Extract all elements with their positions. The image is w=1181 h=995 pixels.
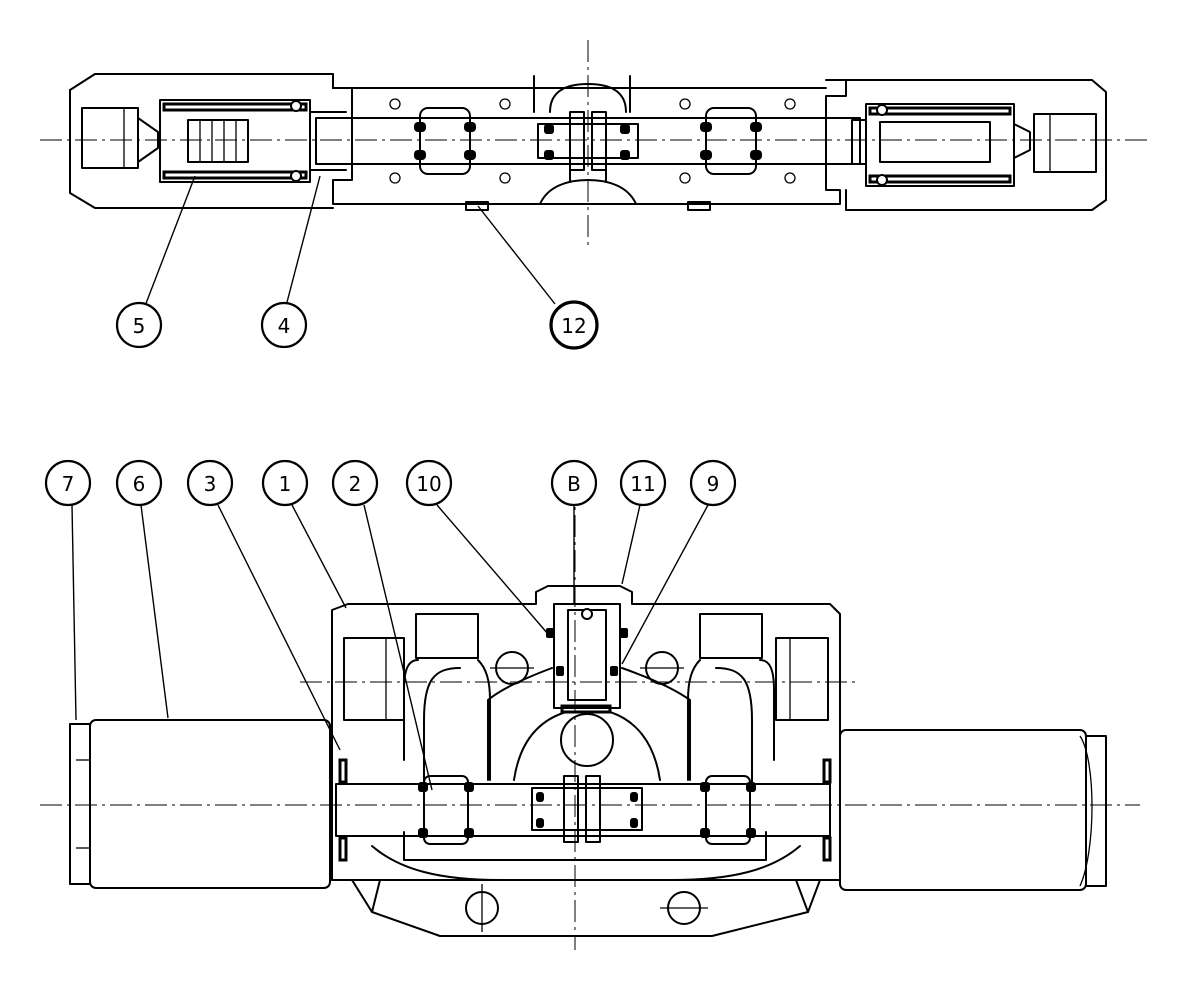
svg-text:3: 3 [204, 472, 217, 496]
leader-12 [477, 205, 556, 305]
svg-text:11: 11 [630, 472, 655, 496]
callout-3: 3 [186, 459, 234, 507]
leader-5 [144, 175, 196, 307]
svg-text:6: 6 [133, 472, 146, 496]
leader-4 [285, 175, 321, 307]
callout-9: 9 [689, 459, 737, 507]
leader-6 [140, 504, 169, 719]
leader-10 [436, 504, 549, 635]
svg-text:5: 5 [133, 314, 146, 338]
svg-text:9: 9 [707, 472, 720, 496]
callout-7: 7 [44, 459, 92, 507]
callout-6: 6 [115, 459, 163, 507]
leader-3 [217, 504, 341, 751]
leader-7 [71, 504, 77, 721]
svg-text:4: 4 [278, 314, 291, 338]
svg-text:10: 10 [416, 472, 441, 496]
svg-text:2: 2 [349, 472, 362, 496]
leader-9 [621, 504, 709, 665]
callout-12: 12 [549, 300, 599, 350]
callout-10: 10 [405, 459, 453, 507]
svg-text:12: 12 [561, 314, 586, 338]
leader-1 [291, 504, 347, 609]
svg-text:B: B [567, 472, 581, 496]
top-section-view: 5 4 12 [40, 40, 1150, 350]
leader-11 [621, 504, 641, 585]
callout-B: B [550, 459, 598, 507]
callout-11: 11 [619, 459, 667, 507]
callout-2: 2 [331, 459, 379, 507]
svg-text:1: 1 [279, 472, 292, 496]
svg-text:7: 7 [62, 472, 75, 496]
leader-2 [363, 504, 433, 791]
callout-1: 1 [261, 459, 309, 507]
bottom-section-view: 7 6 3 1 2 10 B 11 [40, 459, 1140, 950]
callout-5: 5 [115, 301, 163, 349]
callout-4: 4 [260, 301, 308, 349]
